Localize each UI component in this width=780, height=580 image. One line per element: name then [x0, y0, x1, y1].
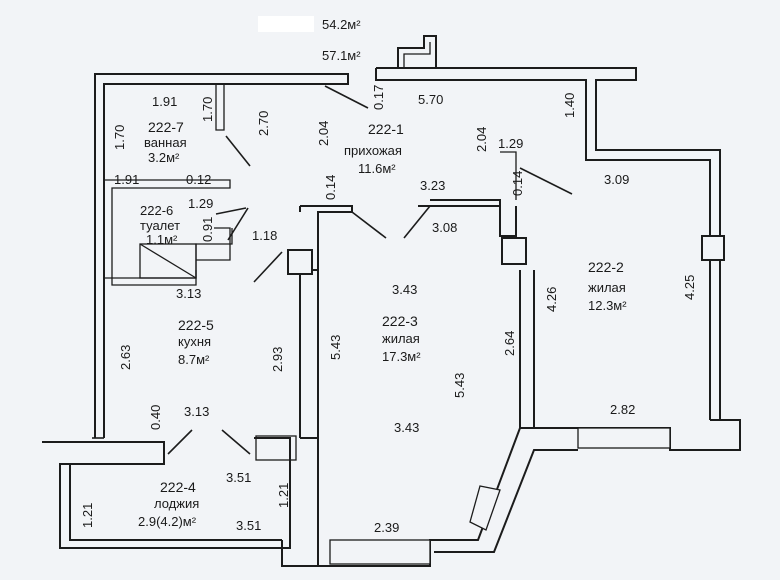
svg-text:0.17: 0.17 — [371, 85, 386, 110]
redacted-label-block — [258, 16, 314, 32]
window — [577, 427, 671, 449]
svg-text:222-7: 222-7 — [148, 119, 184, 135]
svg-text:222-4: 222-4 — [160, 479, 196, 495]
svg-text:222-6: 222-6 — [140, 203, 173, 218]
svg-text:2.93: 2.93 — [270, 347, 285, 372]
svg-text:0.14: 0.14 — [323, 175, 338, 200]
dimension-labels: 1.91 1.91 0.12 1.29 1.18 5.70 3.23 3.08 … — [80, 85, 697, 535]
svg-text:3.51: 3.51 — [236, 518, 261, 533]
room-3-label: 222-3 жилая 17.3м² — [382, 313, 421, 364]
svg-text:лоджия: лоджия — [154, 496, 199, 511]
svg-text:1.91: 1.91 — [114, 172, 139, 187]
svg-text:4.26: 4.26 — [544, 287, 559, 312]
svg-text:1.70: 1.70 — [200, 97, 215, 122]
room-6-label: 222-6 туалет 1.1м² — [140, 203, 180, 247]
svg-text:17.3м²: 17.3м² — [382, 349, 421, 364]
svg-text:жилая: жилая — [382, 331, 420, 346]
svg-text:3.51: 3.51 — [226, 470, 251, 485]
svg-text:2.04: 2.04 — [316, 121, 331, 146]
svg-text:1.21: 1.21 — [276, 483, 291, 508]
svg-text:2.64: 2.64 — [502, 331, 517, 356]
door-swings — [92, 85, 573, 455]
svg-text:3.23: 3.23 — [420, 178, 445, 193]
svg-text:1.91: 1.91 — [152, 94, 177, 109]
column — [255, 435, 297, 461]
svg-text:3.43: 3.43 — [392, 282, 417, 297]
svg-text:0.40: 0.40 — [148, 405, 163, 430]
svg-text:5.43: 5.43 — [328, 335, 343, 360]
svg-text:3.2м²: 3.2м² — [148, 150, 180, 165]
room-7-label: 222-7 ванная 3.2м² — [144, 119, 187, 165]
svg-text:222-2: 222-2 — [588, 259, 624, 275]
room-2-label: 222-2 жилая 12.3м² — [588, 259, 627, 313]
svg-text:0.91: 0.91 — [200, 217, 215, 242]
svg-text:кухня: кухня — [178, 334, 211, 349]
svg-text:1.18: 1.18 — [252, 228, 277, 243]
svg-text:2.9(4.2)м²: 2.9(4.2)м² — [138, 514, 197, 529]
svg-text:222-1: 222-1 — [368, 121, 404, 137]
vent-shaft — [397, 35, 437, 68]
window — [329, 539, 431, 565]
room-4-label: 222-4 лоджия 2.9(4.2)м² — [138, 479, 199, 529]
svg-text:0.14: 0.14 — [510, 171, 525, 196]
column — [701, 235, 725, 261]
column — [287, 249, 313, 275]
svg-text:8.7м²: 8.7м² — [178, 352, 210, 367]
svg-text:3.13: 3.13 — [176, 286, 201, 301]
svg-text:жилая: жилая — [588, 280, 626, 295]
svg-text:1.1м²: 1.1м² — [146, 232, 178, 247]
svg-text:4.25: 4.25 — [682, 275, 697, 300]
svg-text:222-3: 222-3 — [382, 313, 418, 329]
svg-text:222-5: 222-5 — [178, 317, 214, 333]
svg-text:11.6м²: 11.6м² — [358, 161, 396, 176]
column — [501, 237, 527, 265]
svg-text:12.3м²: 12.3м² — [588, 298, 627, 313]
svg-text:3.13: 3.13 — [184, 404, 209, 419]
window — [469, 485, 501, 531]
living-area-text: 54.2м² — [322, 17, 361, 32]
svg-text:0.12: 0.12 — [186, 172, 211, 187]
svg-text:1.40: 1.40 — [562, 93, 577, 118]
svg-text:3.08: 3.08 — [432, 220, 457, 235]
svg-text:2.39: 2.39 — [374, 520, 399, 535]
svg-text:3.09: 3.09 — [604, 172, 629, 187]
svg-text:2.63: 2.63 — [118, 345, 133, 370]
svg-text:прихожая: прихожая — [344, 143, 402, 158]
svg-text:5.43: 5.43 — [452, 373, 467, 398]
svg-text:1.70: 1.70 — [112, 125, 127, 150]
svg-text:2.82: 2.82 — [610, 402, 635, 417]
svg-text:1.29: 1.29 — [188, 196, 213, 211]
room-5-label: 222-5 кухня 8.7м² — [178, 317, 214, 367]
svg-text:5.70: 5.70 — [418, 92, 443, 107]
room-1-label: 222-1 прихожая 11.6м² — [344, 121, 404, 176]
svg-text:1.29: 1.29 — [498, 136, 523, 151]
svg-text:3.43: 3.43 — [394, 420, 419, 435]
svg-text:1.21: 1.21 — [80, 503, 95, 528]
total-area-text: 57.1м² — [322, 48, 361, 63]
svg-text:туалет: туалет — [140, 218, 180, 233]
svg-text:2.70: 2.70 — [256, 111, 271, 136]
shower-tray — [139, 243, 197, 279]
svg-text:ванная: ванная — [144, 135, 187, 150]
svg-text:2.04: 2.04 — [474, 127, 489, 152]
